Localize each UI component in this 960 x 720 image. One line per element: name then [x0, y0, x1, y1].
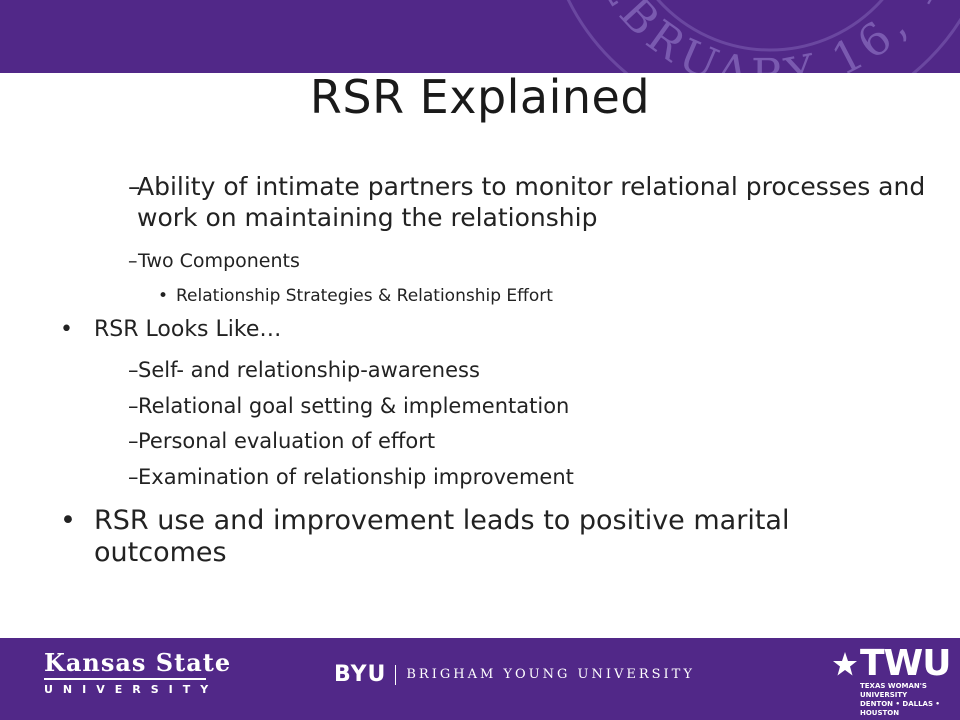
bullet-text: Personal evaluation of effort — [138, 429, 436, 453]
dot-marker: • — [60, 505, 76, 536]
seal-watermark-icon: FEBRUARY 16, 18 — [566, 0, 960, 73]
bullet-outcomes: • RSR use and improvement leads to posit… — [60, 505, 880, 569]
dash-marker: – — [128, 394, 139, 418]
dash-marker: – — [128, 250, 138, 272]
twu-locations: DENTON • DALLAS • HOUSTON — [860, 700, 940, 717]
dash-marker: – — [128, 429, 139, 453]
ksu-name: Kansas State — [44, 648, 232, 677]
bullet-ability: – Ability of intimate partners to monito… — [128, 171, 928, 233]
dash-marker: – — [128, 358, 139, 382]
bullet-awareness: – Self- and relationship-awareness — [128, 358, 828, 382]
twu-mark: TWU — [860, 643, 951, 684]
byu-divider — [395, 664, 397, 685]
top-banner: FEBRUARY 16, 18 — [0, 0, 960, 73]
dot-marker: • — [158, 286, 169, 306]
bullet-goal-setting: – Relational goal setting & implementati… — [128, 394, 828, 418]
bullet-text: Two Components — [138, 250, 300, 272]
twu-logo: TWU TEXAS WOMAN'S UNIVERSITY DENTON • DA… — [832, 646, 960, 718]
bullet-strategies: • Relationship Strategies & Relationship… — [158, 285, 858, 307]
bullet-text: RSR Looks Like… — [94, 317, 282, 342]
dash-marker: – — [128, 172, 141, 201]
bullet-text: Examination of relationship improvement — [138, 465, 574, 489]
bullet-text: Relationship Strategies & Relationship E… — [176, 286, 553, 306]
byu-logo: BYU BRIGHAM YOUNG UNIVERSITY — [334, 662, 695, 687]
bullet-text: RSR use and improvement leads to positiv… — [94, 505, 790, 568]
ksu-divider — [44, 678, 206, 680]
twu-mark-row: TWU — [832, 646, 960, 682]
dash-marker: – — [128, 465, 139, 489]
byu-fullname: BRIGHAM YOUNG UNIVERSITY — [406, 667, 695, 682]
star-icon — [833, 652, 857, 676]
ksu-university: UNIVERSITY — [44, 683, 219, 696]
bullet-examination: – Examination of relationship improvemen… — [128, 465, 828, 489]
ksu-logo: Kansas State UNIVERSITY — [44, 650, 231, 697]
twu-fullname: TEXAS WOMAN'S UNIVERSITY — [860, 682, 927, 699]
svg-text:FEBRUARY 16, 18: FEBRUARY 16, 18 — [575, 0, 960, 73]
bullet-two-components: – Two Components — [128, 249, 828, 273]
bullet-text: Self- and relationship-awareness — [138, 358, 480, 382]
bullet-text: Relational goal setting & implementation — [138, 394, 570, 418]
bullet-evaluation: – Personal evaluation of effort — [128, 429, 828, 453]
dot-marker: • — [60, 317, 73, 342]
seal-text: FEBRUARY 16, 18 — [575, 0, 959, 73]
slide-title: RSR Explained — [309, 70, 651, 124]
byu-mark: BYU — [334, 662, 387, 687]
bullet-text: Ability of intimate partners to monitor … — [137, 172, 926, 232]
bullet-rsr-looks-like: • RSR Looks Like… — [60, 316, 860, 344]
